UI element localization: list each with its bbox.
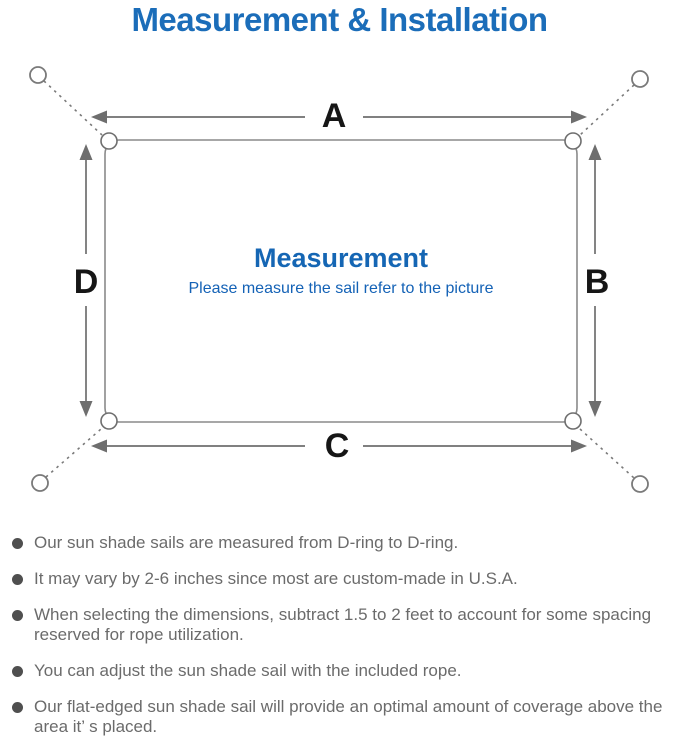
note-text: Our sun shade sails are measured from D-…: [34, 533, 459, 552]
rope-line-top-left: [43, 80, 103, 136]
rope-line-bottom-right: [579, 428, 635, 479]
anchor-point-bottom-left-icon: [31, 474, 49, 492]
anchor-point-top-left-icon: [29, 66, 47, 84]
bullet-icon: [12, 702, 23, 713]
d-ring-top-right-icon: [564, 132, 582, 150]
list-item: Our sun shade sails are measured from D-…: [0, 533, 675, 553]
d-ring-bottom-right-icon: [564, 412, 582, 430]
page-title: Measurement & Installation: [131, 1, 548, 38]
bullet-icon: [12, 538, 23, 549]
sail-outline: [104, 139, 578, 423]
notes-list: Our sun shade sails are measured from D-…: [0, 524, 679, 737]
d-ring-bottom-left-icon: [100, 412, 118, 430]
bullet-icon: [12, 610, 23, 621]
d-ring-top-left-icon: [100, 132, 118, 150]
diagram-subtitle: Please measure the sail refer to the pic…: [188, 280, 494, 297]
list-item: It may vary by 2-6 inches since most are…: [0, 569, 675, 589]
dimension-label-d: D: [74, 263, 99, 301]
dimension-label-c: C: [325, 427, 350, 465]
dimension-label-b: B: [585, 263, 610, 301]
list-item: When selecting the dimensions, subtract …: [0, 605, 675, 645]
bullet-icon: [12, 666, 23, 677]
rope-line-top-right: [579, 84, 635, 136]
corner-d-rings: [100, 132, 582, 430]
diagram-center-text: Measurement Please measure the sail refe…: [105, 243, 577, 298]
bullet-icon: [12, 574, 23, 585]
note-text: When selecting the dimensions, subtract …: [34, 605, 652, 644]
dimension-arrow-c: [91, 439, 587, 453]
anchor-points: [29, 66, 649, 493]
rope-dotted-lines: [43, 80, 635, 479]
anchor-point-top-right-icon: [631, 70, 649, 88]
note-text: You can adjust the sun shade sail with t…: [34, 661, 462, 680]
dimension-arrow-d: [79, 144, 93, 417]
sail-measurement-diagram: A B C D: [29, 66, 649, 493]
anchor-point-bottom-right-icon: [631, 475, 649, 493]
note-text: Our flat-edged sun shade sail will provi…: [34, 697, 663, 736]
dimension-label-a: A: [322, 97, 347, 135]
dimension-arrow-b: [588, 144, 602, 417]
diagram-heading: Measurement: [253, 243, 429, 273]
list-item: You can adjust the sun shade sail with t…: [0, 661, 675, 681]
note-text: It may vary by 2-6 inches since most are…: [34, 569, 518, 588]
dimension-labels: A B C D: [74, 97, 610, 465]
dimension-arrow-a: [91, 110, 587, 124]
rope-line-bottom-left: [45, 428, 102, 478]
list-item: Our flat-edged sun shade sail will provi…: [0, 697, 675, 737]
